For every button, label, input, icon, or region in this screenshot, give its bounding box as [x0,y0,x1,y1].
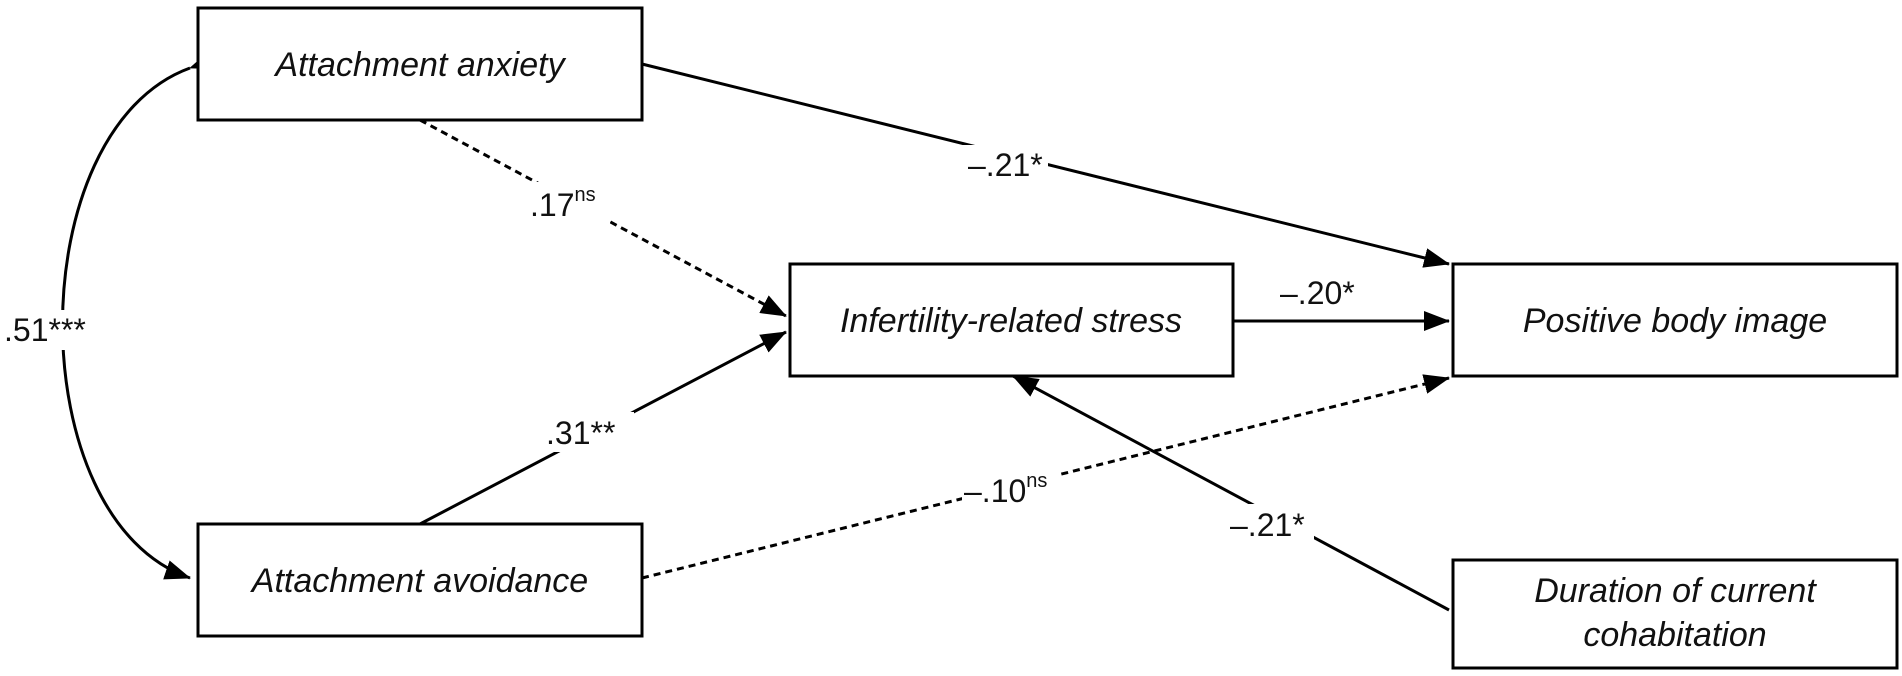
coef-avoidance-to-body-image: –.10ns [964,470,1047,509]
node-label-anxiety: Attachment anxiety [273,46,566,84]
arrow-duration-to-stress [1012,374,1450,612]
node-infertility-stress: Infertility-related stress [788,262,1235,378]
node-label-body-image: Positive body image [1523,302,1827,340]
coef-stress-to-body-image: –.20* [1280,275,1355,311]
label-bg [962,145,1048,185]
coef-anxiety-to-stress: .17ns [530,184,596,223]
label-bg [1228,504,1314,544]
node-attachment-avoidance: Attachment avoidance [196,522,644,638]
node-positive-body-image: Positive body image [1451,262,1899,378]
coef-avoidance-to-stress: .31** [546,415,615,451]
node-duration-cohabitation: Duration of current cohabitation [1451,558,1899,670]
node-label-duration-line2: cohabitation [1583,616,1766,654]
node-label-stress: Infertility-related stress [840,302,1182,340]
node-attachment-anxiety: Attachment anxiety [196,6,644,122]
coef-anxiety-to-body-image: –.21* [968,147,1043,183]
label-bg [526,182,610,224]
node-label-duration-line1: Duration of current [1534,572,1817,610]
coef-covariance: .51*** [4,312,86,348]
label-bg [962,470,1060,510]
label-bg [542,412,634,452]
node-label-avoidance: Attachment avoidance [250,562,588,600]
arrow-avoidance-to-body-image [641,374,1450,580]
label-bg [2,310,102,350]
coef-duration-to-stress: –.21* [1230,507,1305,543]
